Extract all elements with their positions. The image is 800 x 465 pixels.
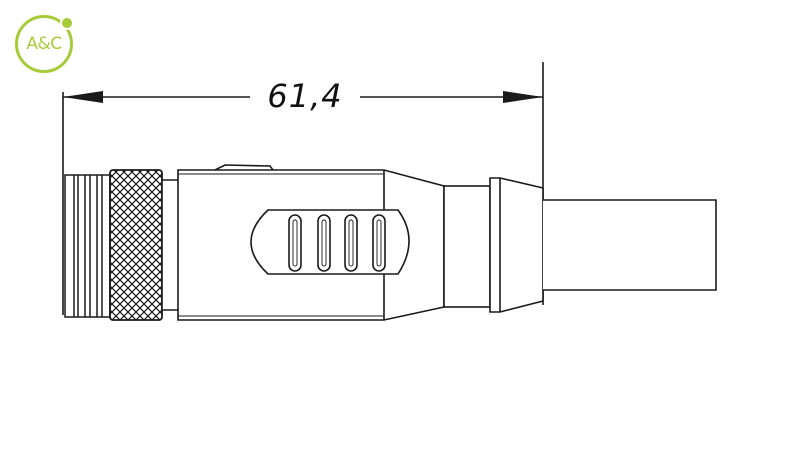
thread-section [64,174,111,318]
grip-panel [250,209,410,275]
logo-ring [15,15,73,73]
dimension-label: 61,4 [250,76,360,116]
company-logo: A&C [15,15,74,73]
strain-relief [489,177,544,313]
logo-text: A&C [26,34,62,54]
arrowhead-right [503,91,543,103]
neck-section [443,185,491,308]
arrowhead-left [63,91,103,103]
knurled-nut [109,169,163,321]
logo-dot [60,16,74,30]
cable [543,199,717,291]
